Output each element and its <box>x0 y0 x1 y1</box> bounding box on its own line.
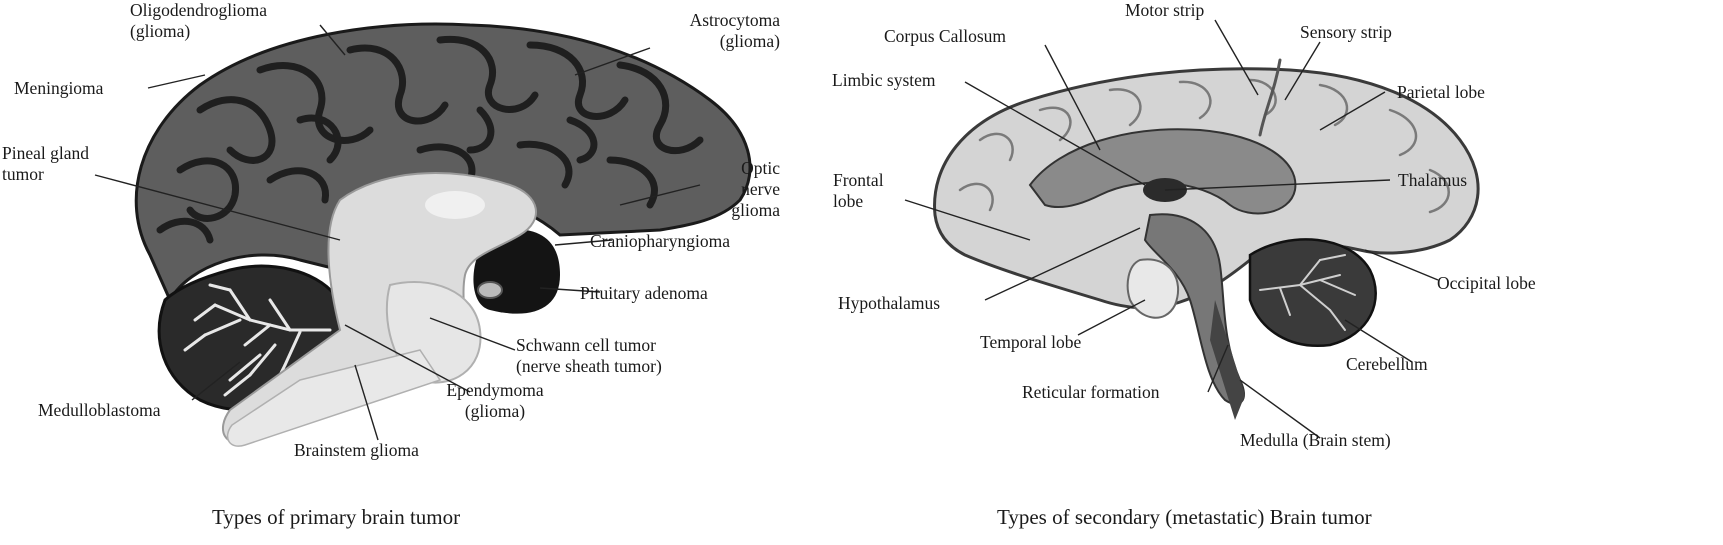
label-corpus-callosum: Corpus Callosum <box>884 26 1006 47</box>
primary-spinal-tube <box>226 349 442 447</box>
label-frontal-lobe: Frontal lobe <box>833 170 884 212</box>
label-pituitary-adenoma: Pituitary adenoma <box>580 283 708 304</box>
primary-brainstem <box>221 172 537 444</box>
label-line: Reticular formation <box>1022 382 1160 402</box>
label-cerebellum: Cerebellum <box>1346 354 1428 375</box>
label-line: Corpus Callosum <box>884 26 1007 46</box>
secondary-medulla <box>1210 300 1245 420</box>
label-line: Sensory strip <box>1300 22 1392 42</box>
label-line: Meningioma <box>14 78 104 98</box>
caption-primary: Types of primary brain tumor <box>212 505 461 529</box>
label-line: Brainstem glioma <box>294 440 419 460</box>
label-line: Frontal <box>833 170 884 190</box>
primary-arbor-vitae <box>183 283 332 397</box>
label-meningioma: Meningioma <box>14 78 103 99</box>
primary-leader-lines <box>94 24 701 441</box>
label-line: Medulloblastoma <box>38 400 161 420</box>
label-brainstem-glioma: Brainstem glioma <box>294 440 419 461</box>
label-line: Pituitary adenoma <box>580 283 708 303</box>
label-medulla-brain-stem: Medulla (Brain stem) <box>1240 430 1391 451</box>
label-temporal-lobe: Temporal lobe <box>980 332 1081 353</box>
secondary-arbor-vitae <box>1259 254 1356 331</box>
label-line: Temporal lobe <box>980 332 1082 352</box>
label-thalamus: Thalamus <box>1398 170 1467 191</box>
label-line: (glioma) <box>464 401 526 421</box>
label-schwann-cell-tumor: Schwann cell tumor (nerve sheath tumor) <box>516 335 662 377</box>
secondary-gyri <box>958 58 1450 214</box>
label-craniopharyngioma: Craniopharyngioma <box>590 231 730 252</box>
label-line: Pineal gland <box>2 143 89 163</box>
label-line: Oligodendroglioma <box>130 0 268 20</box>
secondary-cerebellum <box>1248 238 1377 348</box>
label-oligodendroglioma: Oligodendroglioma (glioma) <box>130 0 267 42</box>
label-motor-strip: Motor strip <box>1125 0 1204 21</box>
label-line: lobe <box>833 191 864 211</box>
primary-thalamus <box>425 191 485 219</box>
primary-brain-illustration <box>134 22 752 447</box>
label-medulloblastoma: Medulloblastoma <box>38 400 160 421</box>
label-hypothalamus: Hypothalamus <box>838 293 940 314</box>
label-line: (glioma) <box>130 21 191 41</box>
label-line: Craniopharyngioma <box>590 231 730 251</box>
label-sensory-strip: Sensory strip <box>1300 22 1392 43</box>
label-line: Ependymoma <box>446 380 544 400</box>
label-line: Hypothalamus <box>838 293 941 313</box>
secondary-corpus-callosum <box>1028 128 1297 215</box>
label-pineal-gland-tumor: Pineal gland tumor <box>2 143 89 185</box>
label-line: Motor strip <box>1125 0 1205 20</box>
label-line: nerve <box>741 179 780 199</box>
label-line: Medulla (Brain stem) <box>1240 430 1391 450</box>
label-line: Schwann cell tumor <box>516 335 656 355</box>
label-line: (glioma) <box>719 31 780 51</box>
label-occipital-lobe: Occipital lobe <box>1437 273 1536 294</box>
label-line: Limbic system <box>832 70 936 90</box>
label-line: Thalamus <box>1398 170 1468 190</box>
label-ependymoma: Ependymoma (glioma) <box>425 380 565 422</box>
label-optic-nerve-glioma: Optic nerve glioma <box>700 158 780 221</box>
label-line: Occipital lobe <box>1437 273 1536 293</box>
label-line: Parietal lobe <box>1397 82 1485 102</box>
secondary-temporal-region <box>1126 258 1180 319</box>
primary-sulci <box>156 35 704 244</box>
label-reticular-formation: Reticular formation <box>1022 382 1160 403</box>
label-parietal-lobe: Parietal lobe <box>1397 82 1485 103</box>
label-line: Astrocytoma <box>689 10 780 30</box>
label-astrocytoma: Astrocytoma (glioma) <box>660 10 780 52</box>
label-line: tumor <box>2 164 44 184</box>
caption-secondary: Types of secondary (metastatic) Brain tu… <box>997 505 1372 529</box>
label-line: Optic <box>741 158 780 178</box>
primary-pituitary <box>477 281 503 299</box>
secondary-leader-lines <box>904 19 1439 439</box>
label-line: (nerve sheath tumor) <box>516 356 662 376</box>
label-limbic-system: Limbic system <box>832 70 936 91</box>
label-line: glioma <box>731 200 780 220</box>
label-line: Cerebellum <box>1346 354 1428 374</box>
